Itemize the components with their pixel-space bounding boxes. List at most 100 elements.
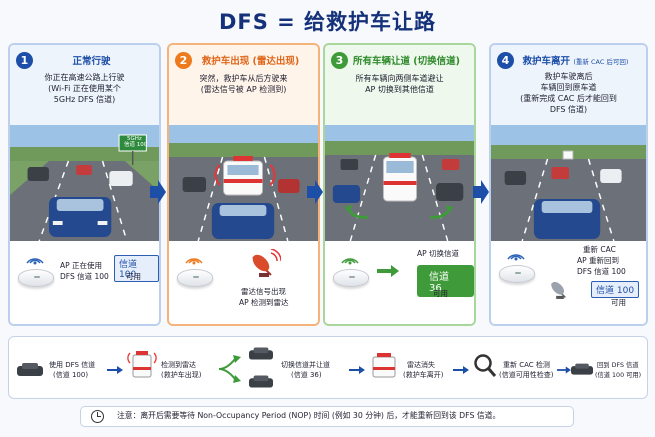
panel-bottom: AP 正在使用 DFS 信道 100 信道 100 可用 xyxy=(10,241,159,324)
panel-desc-line: 突然，救护车从后方驶来 xyxy=(199,74,288,83)
panel-desc-line: 你正在高速公路上行驶 xyxy=(44,73,125,82)
panel-desc-line: AP 切换到其他信道 xyxy=(365,85,434,94)
highway-scene xyxy=(325,125,474,241)
channel-badge: 信道 100 xyxy=(114,255,159,282)
recac-line: AP 重新回到 xyxy=(577,256,620,265)
recac-line: DFS 信道 100 xyxy=(577,267,626,276)
panel-header: 3 所有车辆让道 (切换信道) 所有车辆向两侧车道避让 AP 切换到其他信道 xyxy=(325,45,474,125)
car-icon xyxy=(17,363,43,376)
panel-normal-driving: 1 正常行驶 你正在高速公路上行驶 (Wi-Fi 正在使用某个 5GHz DFS… xyxy=(8,43,161,326)
car-icon xyxy=(340,159,359,170)
car-icon xyxy=(278,179,300,193)
panel-desc-line: (雷达信号被 AP 检测到) xyxy=(200,85,287,94)
flow-step-label: (信道可用性检查) xyxy=(499,371,554,379)
radar-dish-icon xyxy=(252,249,281,277)
panel-title-text: 救护车离开 xyxy=(522,56,571,67)
panel-header: 4 救护车离开 (重新 CAC 后可回) 救护车驶离后 车辆回到原车道 (重新完… xyxy=(491,45,646,125)
highway-scene xyxy=(10,125,159,241)
channel-badge: 信道 36 xyxy=(417,265,474,297)
next-arrow-icon xyxy=(307,180,323,204)
next-arrow-icon xyxy=(473,180,489,204)
flow-step-label: (信道 36) xyxy=(291,371,322,379)
car-icon xyxy=(436,183,464,201)
process-flow: 使用 DFS 信道 (信道 100) 检测到雷达 (救护车出现) 切换信道并让道… xyxy=(8,336,648,399)
wifi-waves-icon xyxy=(26,258,44,265)
car-icon xyxy=(441,159,460,170)
car-icon xyxy=(249,375,273,388)
panel-title: 救护车离开 (重新 CAC 后可回) xyxy=(495,53,642,67)
panel-desc-line: (Wi-Fi 正在使用某个 xyxy=(48,84,121,93)
sign-5ghz: 5GHz xyxy=(127,136,142,142)
panel-header: 1 正常行驶 你正在高速公路上行驶 (Wi-Fi 正在使用某个 5GHz DFS… xyxy=(10,45,159,125)
ap-switch-line: AP 切换信道 xyxy=(417,249,460,258)
panel-desc-line: 救护车驶离后 xyxy=(544,72,593,81)
car-icon xyxy=(600,169,622,183)
wifi-waves-icon xyxy=(507,254,525,261)
nop-note-text: 注意：离开后需要等待 Non-Occupancy Period (NOP) 时间… xyxy=(117,411,501,420)
access-point-icon xyxy=(177,269,213,287)
flow-arrow-icon xyxy=(349,366,365,374)
ambulance-icon xyxy=(127,351,157,378)
car-icon xyxy=(551,167,569,179)
radar-status-line: AP 检测到雷达 xyxy=(239,298,289,307)
flow-branch-arrow-icon xyxy=(218,355,241,383)
switch-arrow-icon xyxy=(377,265,399,277)
panel-title: 救护车出现 (雷达出现) xyxy=(201,56,300,67)
flow-step-label: (救护车出现) xyxy=(161,371,202,379)
highway-scene xyxy=(491,125,646,241)
panel-desc-line: 5GHz DFS 信道) xyxy=(53,95,116,104)
ap-status-line: AP 正在使用 xyxy=(60,261,103,270)
panel-bottom: 雷达信号出现 AP 检测到雷达 xyxy=(169,241,318,324)
panel-bottom: AP 切换信道 信道 36 可用 xyxy=(325,241,474,324)
car-icon xyxy=(76,165,92,175)
radar-dish-icon xyxy=(551,281,566,299)
next-arrow-icon xyxy=(150,180,166,204)
car-icon xyxy=(182,177,207,192)
panel-title-note: (重新 CAC 后可回) xyxy=(573,58,629,66)
page-title: DFS = 给救护车让路 xyxy=(218,10,437,34)
step-number: 2 xyxy=(175,52,192,69)
flow-step-label: 检测到雷达 xyxy=(161,361,196,369)
wifi-waves-icon xyxy=(341,258,359,265)
channel-available: 可用 xyxy=(611,298,626,307)
panel-bottom: 重新 CAC AP 重新回到 DFS 信道 100 信道 100 可用 xyxy=(491,241,646,324)
channel-badge: 信道 100 xyxy=(591,281,640,298)
wifi-waves-icon xyxy=(185,258,203,265)
car-icon xyxy=(109,171,133,186)
flow-arrow-icon xyxy=(107,366,123,374)
panel-desc-line: (重新完成 CAC 后才能回到 xyxy=(520,94,617,103)
channel-available: 可用 xyxy=(433,289,448,298)
car-icon xyxy=(332,185,361,203)
car-icon xyxy=(27,167,49,181)
ambulance-icon xyxy=(372,353,396,378)
flow-step-label: 雷达消失 xyxy=(407,361,435,369)
recac-line: 重新 CAC xyxy=(583,245,616,254)
access-point-icon xyxy=(18,269,54,287)
flow-arrow-icon xyxy=(557,366,571,374)
car-icon xyxy=(249,347,273,360)
panel-ambulance-leaves: 4 救护车离开 (重新 CAC 后可回) 救护车驶离后 车辆回到原车道 (重新完… xyxy=(489,43,648,326)
panel-ambulance-appears: 2 救护车出现 (雷达出现) 突然，救护车从后方驶来 (雷达信号被 AP 检测到… xyxy=(167,43,320,326)
panel-vehicles-yield: 3 所有车辆让道 (切换信道) 所有车辆向两侧车道避让 AP 切换到其他信道 A… xyxy=(323,43,476,326)
panel-header: 2 救护车出现 (雷达出现) 突然，救护车从后方驶来 (雷达信号被 AP 检测到… xyxy=(169,45,318,125)
nop-note: 注意：离开后需要等待 Non-Occupancy Period (NOP) 时间… xyxy=(80,406,574,427)
highway-scene xyxy=(169,125,318,241)
flow-step-label: 回到 DFS 信道 xyxy=(597,362,639,369)
car-icon xyxy=(571,363,593,375)
panel-desc-line: 车辆回到原车道 xyxy=(540,83,597,92)
panel-desc-line: DFS 信道) xyxy=(549,105,588,114)
sign-channel: 信道 100 xyxy=(124,142,148,148)
clock-icon xyxy=(91,410,104,423)
step-number: 4 xyxy=(497,52,514,69)
access-point-icon xyxy=(499,265,535,283)
access-point-icon xyxy=(333,269,369,287)
panel-title: 所有车辆让道 (切换信道) xyxy=(353,56,460,67)
flow-arrow-icon xyxy=(453,366,469,374)
flow-step-label: (信道 100) xyxy=(53,371,89,379)
flow-step-label: 切换信道并让道 xyxy=(281,361,330,369)
radar-status-line: 雷达信号出现 xyxy=(241,287,286,296)
ap-status-line: DFS 信道 100 xyxy=(60,272,109,281)
car-icon xyxy=(504,171,527,185)
channel-available: 可用 xyxy=(126,272,141,281)
panel-desc-line: 所有车辆向两侧车道避让 xyxy=(355,74,444,83)
